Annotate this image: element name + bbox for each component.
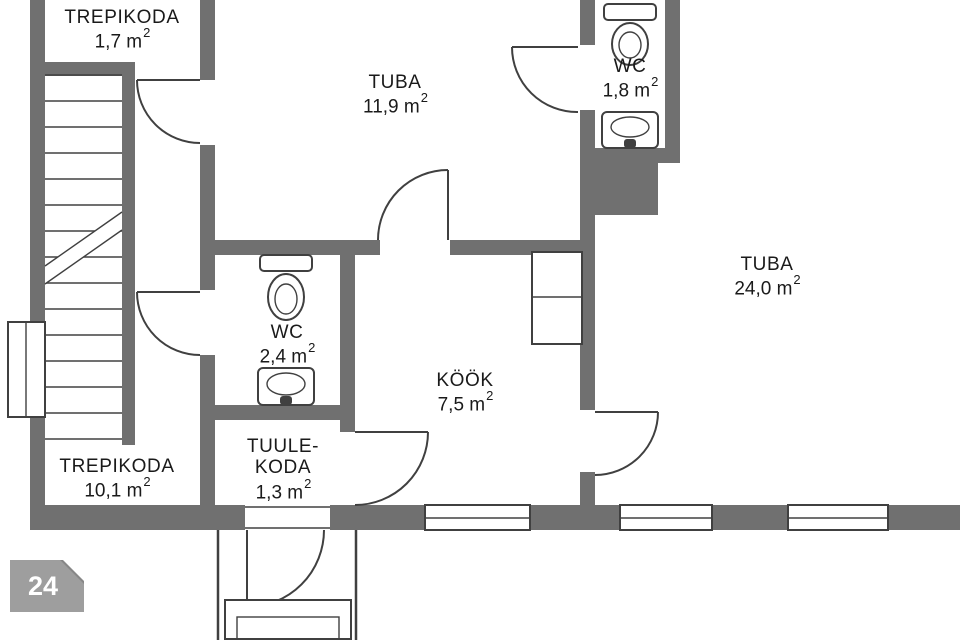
page-number: 24	[27, 570, 59, 601]
wall-bottom-a	[30, 505, 245, 530]
wall-main-vertical-a	[200, 0, 215, 80]
window-icon	[619, 504, 713, 531]
door-swing-icon	[245, 506, 330, 608]
toilet-icon	[259, 254, 313, 321]
porch-steps	[216, 530, 358, 640]
wall-wc-top-right	[665, 0, 680, 163]
door-swing-icon	[594, 411, 659, 476]
room-area: 11,9 m2	[363, 90, 428, 118]
room-label-tuulekoda: TUULE- KODA 1,3 m2	[230, 436, 336, 503]
room-label-tuba-right: TUBA 24,0 m2	[687, 254, 847, 300]
door-swing-icon	[136, 79, 201, 144]
room-area: 1,8 m2	[602, 74, 659, 102]
room-name: TUULE-	[246, 436, 320, 457]
room-area: 24,0 m2	[734, 272, 801, 300]
chimney-block	[595, 163, 658, 215]
room-label-trepikoda-top: TREPIKODA 1,7 m2	[42, 7, 202, 53]
room-name-line2: KODA	[254, 457, 312, 479]
room-label-kook: KÖÖK 7,5 m2	[385, 370, 545, 416]
door-swing-icon	[136, 291, 201, 356]
room-area: 10,1 m2	[84, 474, 151, 502]
wall-wc-top-bottom	[595, 148, 680, 163]
wall-bottom-e	[888, 505, 960, 530]
room-area: 7,5 m2	[437, 388, 494, 416]
wall-kitchen-right-a	[580, 0, 595, 45]
room-name: WC	[270, 322, 304, 343]
sink-icon	[601, 111, 659, 149]
window-icon	[787, 504, 889, 531]
room-label-wc-top: WC 1,8 m2	[580, 56, 680, 102]
wall-left-upper	[30, 0, 45, 322]
window-icon	[7, 321, 46, 418]
wall-main-vertical-c	[200, 355, 215, 530]
room-area: 2,4 m2	[259, 340, 316, 368]
fold-corner-icon	[63, 560, 84, 581]
wall-niche	[531, 251, 583, 345]
room-name: KÖÖK	[436, 370, 494, 391]
stairs-icon	[44, 74, 123, 440]
room-name: TUBA	[740, 254, 794, 275]
wall-bottom-d	[712, 505, 788, 530]
room-label-tuba-top: TUBA 11,9 m2	[315, 72, 475, 118]
room-label-wc-middle: WC 2,4 m2	[225, 322, 349, 368]
room-name: TUBA	[368, 72, 422, 93]
wall-kitchen-left	[340, 245, 355, 432]
door-swing-icon	[511, 46, 579, 114]
wall-bottom-c	[530, 505, 620, 530]
door-swing-icon	[377, 169, 449, 241]
window-icon	[424, 504, 531, 531]
room-area: 1,3 m2	[255, 475, 312, 503]
wall-kitchen-right-b	[580, 110, 595, 410]
wall-left-lower	[30, 417, 45, 530]
door-swing-icon	[354, 431, 429, 506]
wall-mid-horizontal-a	[200, 240, 380, 255]
room-name: TREPIKODA	[64, 7, 180, 28]
room-label-trepikoda-bottom: TREPIKODA 10,1 m2	[37, 456, 197, 502]
wall-bottom-b	[330, 505, 425, 530]
page-badge: 24	[10, 560, 84, 612]
room-name: WC	[613, 56, 647, 77]
wall-stair-inner	[122, 70, 135, 445]
sink-icon	[257, 367, 315, 406]
toilet-icon	[603, 3, 657, 66]
wall-wc-mid-bottom	[215, 405, 355, 420]
room-name: TREPIKODA	[59, 456, 175, 477]
room-area: 1,7 m2	[94, 25, 151, 53]
wall-landing	[30, 62, 135, 76]
